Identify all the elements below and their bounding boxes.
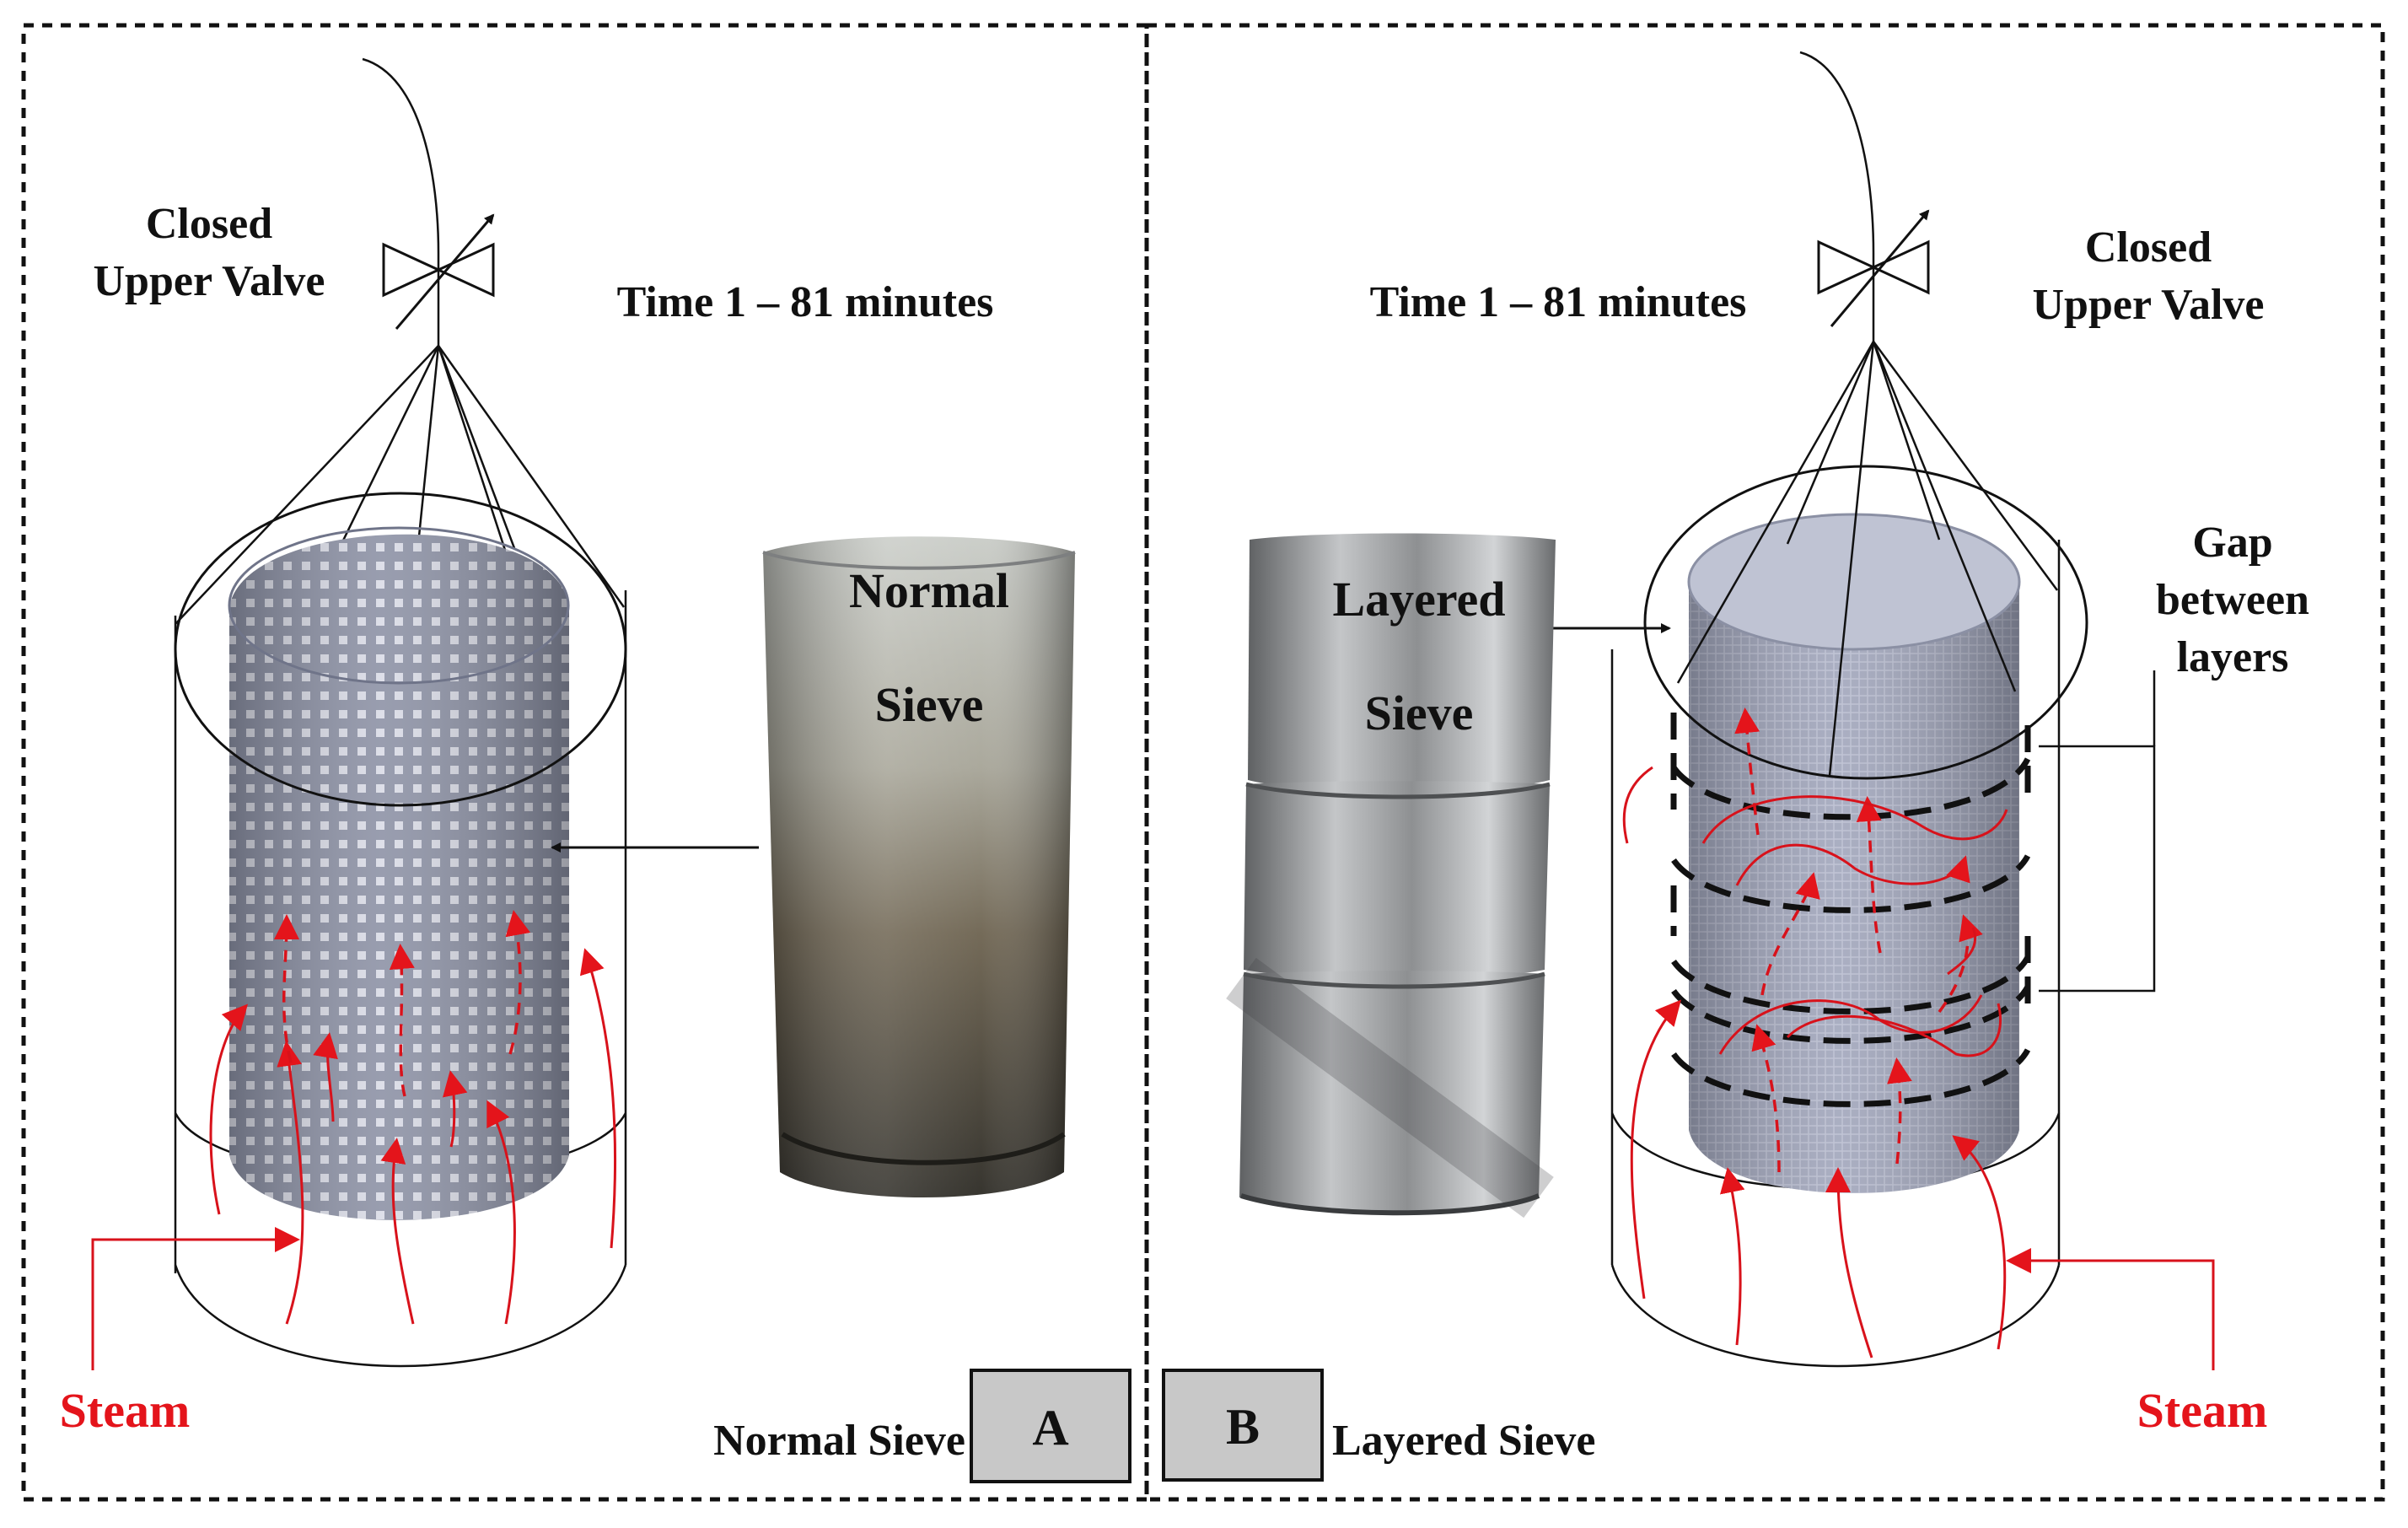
valve-label-line1: Closed xyxy=(2085,223,2212,272)
panel-b: Time 1 – 81 minutes Closed Upper Valve L… xyxy=(1162,51,2309,1482)
valve-label-line1: Closed xyxy=(146,200,272,248)
gap-label-line2: between xyxy=(2156,576,2309,624)
layered-sieve-cylinder xyxy=(1687,513,2021,1193)
valve-label-line2: Upper Valve xyxy=(2033,281,2265,329)
photo-label-line1: Normal xyxy=(849,563,1009,618)
photo-label-line1: Layered xyxy=(1332,572,1505,627)
upper-valve-icon xyxy=(382,213,495,330)
steam-flow xyxy=(209,910,617,1325)
normal-sieve-cylinder xyxy=(228,526,570,1220)
hanging-wire xyxy=(1799,51,1875,342)
panel-a-badge xyxy=(970,1369,1131,1483)
normal-sieve-photo xyxy=(762,536,1076,1197)
panel-a-badge-label: A xyxy=(1032,1400,1068,1455)
hanging-wire xyxy=(362,57,440,346)
valve-label-line2: Upper Valve xyxy=(94,257,325,305)
steam-flow xyxy=(1622,708,2008,1359)
gap-bracket xyxy=(2039,670,2156,993)
panel-a-caption: Normal Sieve xyxy=(713,1417,965,1465)
steam-label: Steam xyxy=(2137,1383,2268,1438)
panel-b-frame xyxy=(1144,23,2385,1502)
gap-label-line3: layers xyxy=(2177,633,2289,681)
photo-label-line2: Sieve xyxy=(1365,686,1474,740)
steam-inlet-line xyxy=(2006,1248,2215,1370)
gap-label-line1: Gap xyxy=(2192,519,2272,567)
panel-b-badge xyxy=(1162,1369,1324,1482)
suspension-lines xyxy=(1676,341,2059,777)
vessel-top-rim xyxy=(1643,465,2088,780)
steam-inlet-line xyxy=(91,1227,300,1370)
panel-b-caption: Layered Sieve xyxy=(1332,1417,1595,1465)
panel-a: Closed Upper Valve Time 1 – 81 minutes N… xyxy=(60,57,1131,1483)
upper-valve-icon xyxy=(1817,209,1930,327)
vessel-top-rim xyxy=(174,492,627,807)
photo-label-line2: Sieve xyxy=(875,677,984,732)
steam-label: Steam xyxy=(60,1383,191,1438)
layered-sieve-photo xyxy=(1226,533,1556,1219)
time-label: Time 1 – 81 minutes xyxy=(1370,278,1747,326)
time-label: Time 1 – 81 minutes xyxy=(617,278,994,326)
panel-b-badge-label: B xyxy=(1226,1399,1260,1455)
